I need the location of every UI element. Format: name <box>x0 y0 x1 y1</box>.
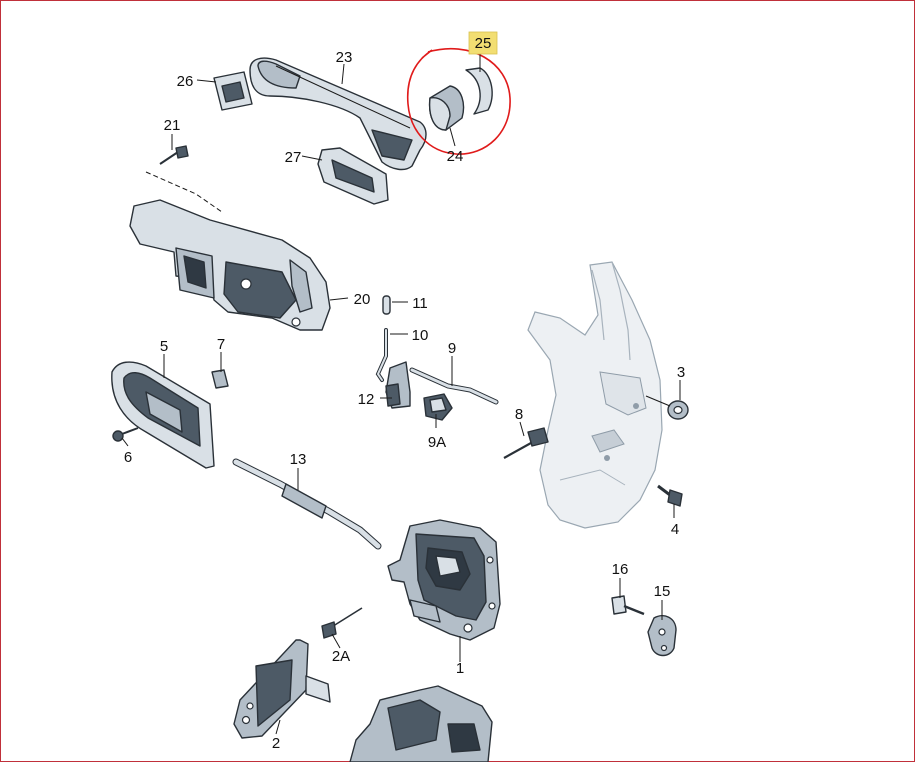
label-21: 21 <box>164 117 181 134</box>
assembly-dash-21 <box>145 171 223 213</box>
leader-lines <box>121 52 681 735</box>
part-20-handle-carrier <box>129 199 331 331</box>
label-24: 24 <box>447 148 464 165</box>
label-6: 6 <box>124 449 132 466</box>
part-27-handle-gasket <box>317 147 389 205</box>
label-20: 20 <box>354 291 371 308</box>
part-8-rod <box>503 427 549 459</box>
label-1: 1 <box>456 660 464 677</box>
part-11-pin <box>382 295 391 315</box>
label-15: 15 <box>654 583 671 600</box>
label-27: 27 <box>285 149 302 166</box>
part-7-clip <box>211 369 229 389</box>
label-2a: 2A <box>332 648 350 665</box>
part-2a-pin <box>321 607 363 639</box>
red-markup-circle <box>406 47 511 155</box>
label-9: 9 <box>448 340 456 357</box>
part-13-cable <box>232 458 382 550</box>
part-16-bolt <box>611 595 645 616</box>
label-25: 25 <box>475 35 492 52</box>
part-1-door-lock <box>387 519 501 641</box>
label-7: 7 <box>217 336 225 353</box>
part-10-rod <box>375 328 388 382</box>
part-26-gasket <box>213 71 253 111</box>
label-12: 12 <box>358 391 375 408</box>
part-25-cap-gasket <box>465 67 493 115</box>
label-4: 4 <box>671 521 679 538</box>
label-2: 2 <box>272 735 280 752</box>
part-6-screw <box>112 427 139 442</box>
part-12-bracket <box>385 361 411 409</box>
part-15-striker-plate <box>647 614 677 657</box>
label-9a: 9A <box>428 434 446 451</box>
part-25-highlight <box>468 31 498 55</box>
part-2-bracket-plate <box>233 639 331 739</box>
label-11: 11 <box>412 295 428 312</box>
label-13: 13 <box>290 451 307 468</box>
bottom-part-unlabeled <box>349 685 493 762</box>
part-9a-clip <box>423 393 453 421</box>
label-5: 5 <box>160 338 168 355</box>
label-3: 3 <box>677 364 685 381</box>
part-9-rod <box>409 367 499 405</box>
part-5-inner-handle <box>111 361 215 469</box>
door-body-panel <box>527 261 663 529</box>
label-8: 8 <box>515 406 523 423</box>
label-23: 23 <box>336 49 353 66</box>
part-4-bolt <box>657 484 683 507</box>
part-23-door-handle <box>249 57 427 171</box>
label-10: 10 <box>412 327 429 344</box>
label-26: 26 <box>177 73 194 90</box>
label-16: 16 <box>612 561 629 578</box>
part-21-screw <box>159 145 189 165</box>
part-24-end-cap <box>428 85 465 131</box>
part-3-grommet <box>667 400 689 420</box>
